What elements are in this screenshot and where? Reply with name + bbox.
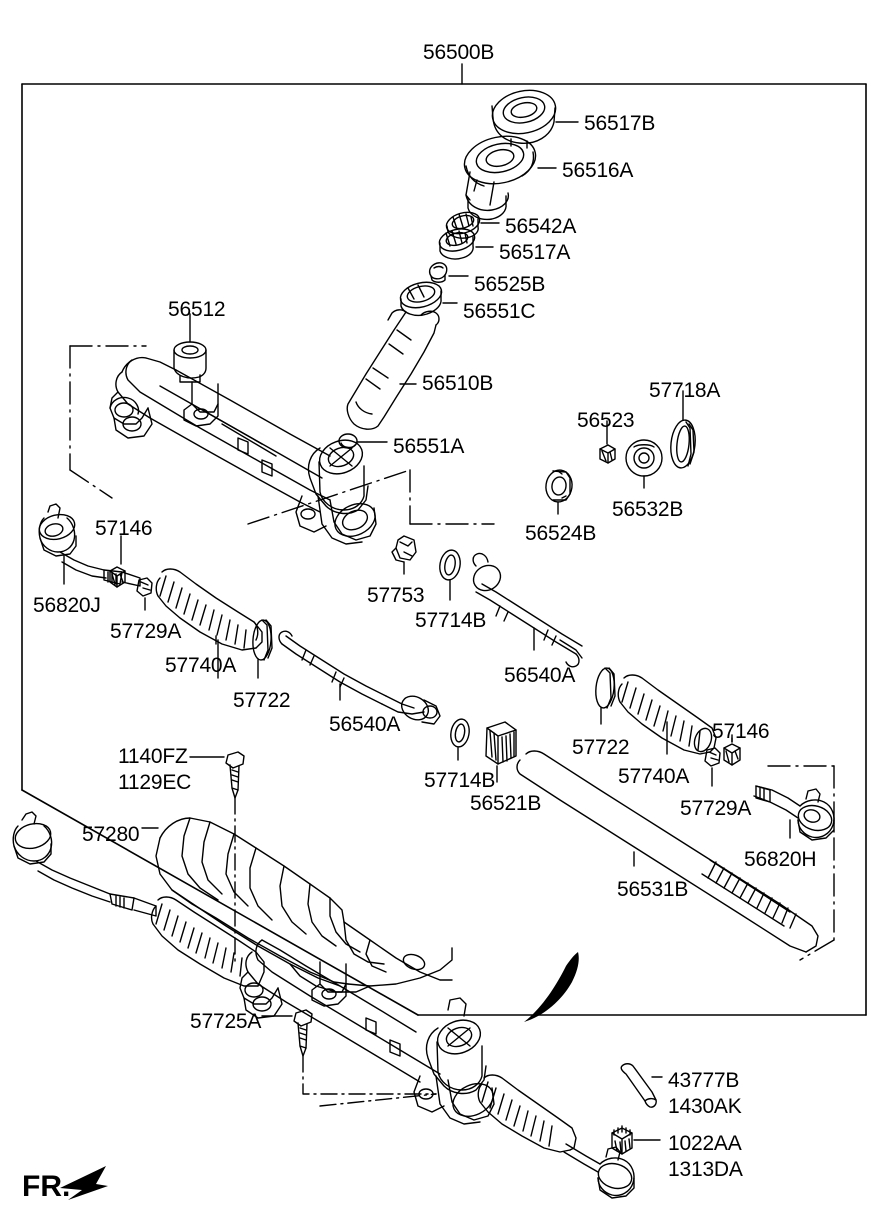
part-number-56517B: 56517B [584, 112, 656, 135]
part-56820H-shape [753, 785, 835, 841]
part-56551C-shape [399, 281, 443, 317]
part-57725A-bolt-shape [293, 1009, 313, 1057]
leader-57725A-dashdot [302, 1055, 437, 1107]
part-number-56517A: 56517A [499, 241, 571, 264]
part-number-56523: 56523 [577, 409, 635, 432]
part-56542A-shape [445, 211, 481, 239]
part-56521B-shape [485, 721, 517, 765]
part-56517A-shape [438, 228, 476, 260]
part-number-56521B: 56521B [470, 792, 542, 815]
part-56523-shape [599, 444, 616, 464]
part-number-57753: 57753 [367, 584, 425, 607]
part-1140FZ-bolt-shape [225, 751, 245, 799]
callout-dashdot-left [69, 345, 147, 499]
part-number-56820J: 56820J [33, 594, 101, 617]
part-57722-right-shape [595, 667, 616, 709]
part-57146-left-shape [109, 566, 126, 588]
part-57146-right-shape [723, 743, 741, 766]
fr-arrow [60, 1166, 108, 1200]
part-number-43777B: 43777B [668, 1069, 740, 1092]
lower-assembly-left-tierod [12, 811, 265, 987]
part-number-57722-right: 57722 [572, 736, 630, 759]
part-56512-shape [173, 341, 207, 383]
part-number-56551C: 56551C [463, 300, 536, 323]
part-56525B-shape [428, 262, 448, 283]
part-number-1129EC: 1129EC [118, 771, 192, 794]
part-number-57729A-left: 57729A [110, 620, 182, 643]
part-56540A-left-shape [278, 630, 441, 725]
part-number-57740A-right: 57740A [618, 765, 690, 788]
part-number-57722-left: 57722 [233, 689, 291, 712]
part-number-56512: 56512 [168, 298, 226, 321]
part-56531B-shape [516, 750, 819, 953]
part-number-56516A: 56516A [562, 159, 634, 182]
part-number-56500B: 56500B [423, 41, 495, 64]
part-number-56531B: 56531B [617, 878, 689, 901]
part-57280-shape [155, 817, 453, 993]
part-number-57146-right: 57146 [712, 720, 770, 743]
part-number-1430AK: 1430AK [668, 1095, 742, 1118]
diagram-frame [21, 83, 867, 1016]
part-number-56524B: 56524B [525, 522, 597, 545]
part-number-56540A-right: 56540A [504, 664, 576, 687]
part-number-1140FZ: 1140FZ [118, 745, 188, 768]
part-number-57714B-upper: 57714B [415, 609, 487, 632]
part-56510B-shape [346, 309, 440, 430]
part-number-56525B: 56525B [474, 273, 546, 296]
part-number-57146-left: 57146 [95, 517, 153, 540]
part-56820J-shape [38, 503, 141, 587]
part-number-56510B: 56510B [422, 372, 494, 395]
part-number-57729A-right: 57729A [680, 797, 752, 820]
part-number-57725A: 57725A [190, 1010, 262, 1033]
part-number-57714B-lower: 57714B [424, 769, 496, 792]
part-56517B-shape [491, 89, 557, 149]
lower-assembly-rack-housing [239, 939, 495, 1125]
part-57714B-upper-shape [439, 549, 461, 581]
part-57740A-left-shape [155, 568, 263, 651]
part-57714B-lower-shape [450, 718, 470, 748]
part-number-56551A: 56551A [393, 435, 465, 458]
part-number-57718A: 57718A [649, 379, 721, 402]
part-57729A-left-shape [136, 577, 153, 597]
part-43777B-pin-shape [620, 1063, 657, 1108]
front-orientation-label: FR. [22, 1170, 71, 1203]
pointer-wedge [524, 952, 579, 1022]
part-56524B-shape [545, 469, 573, 503]
part-number-1022AA: 1022AA [668, 1132, 742, 1155]
part-57753-shape [391, 535, 417, 563]
part-56532B-shape [625, 439, 663, 477]
part-number-56540A-left: 56540A [329, 713, 401, 736]
part-number-57280: 57280 [82, 823, 140, 846]
lower-assembly-right-boot [477, 1074, 635, 1199]
part-57718A-shape [670, 419, 696, 469]
part-number-1313DA: 1313DA [668, 1158, 743, 1181]
part-number-56542A: 56542A [505, 215, 577, 238]
part-number-56532B: 56532B [612, 498, 684, 521]
part-number-57740A-left: 57740A [165, 654, 237, 677]
part-56540A-right-shape [472, 552, 583, 668]
part-57740A-right-shape [617, 674, 717, 755]
upper-gear-box-assembly [109, 356, 377, 545]
callout-dashdot-mid [247, 469, 495, 525]
part-57722-left-shape [252, 619, 273, 661]
part-number-56820H: 56820H [744, 848, 817, 871]
part-57729A-right-shape [704, 747, 721, 767]
part-1022AA-nut-shape [611, 1125, 633, 1155]
callout-dashdot-right [767, 765, 835, 961]
